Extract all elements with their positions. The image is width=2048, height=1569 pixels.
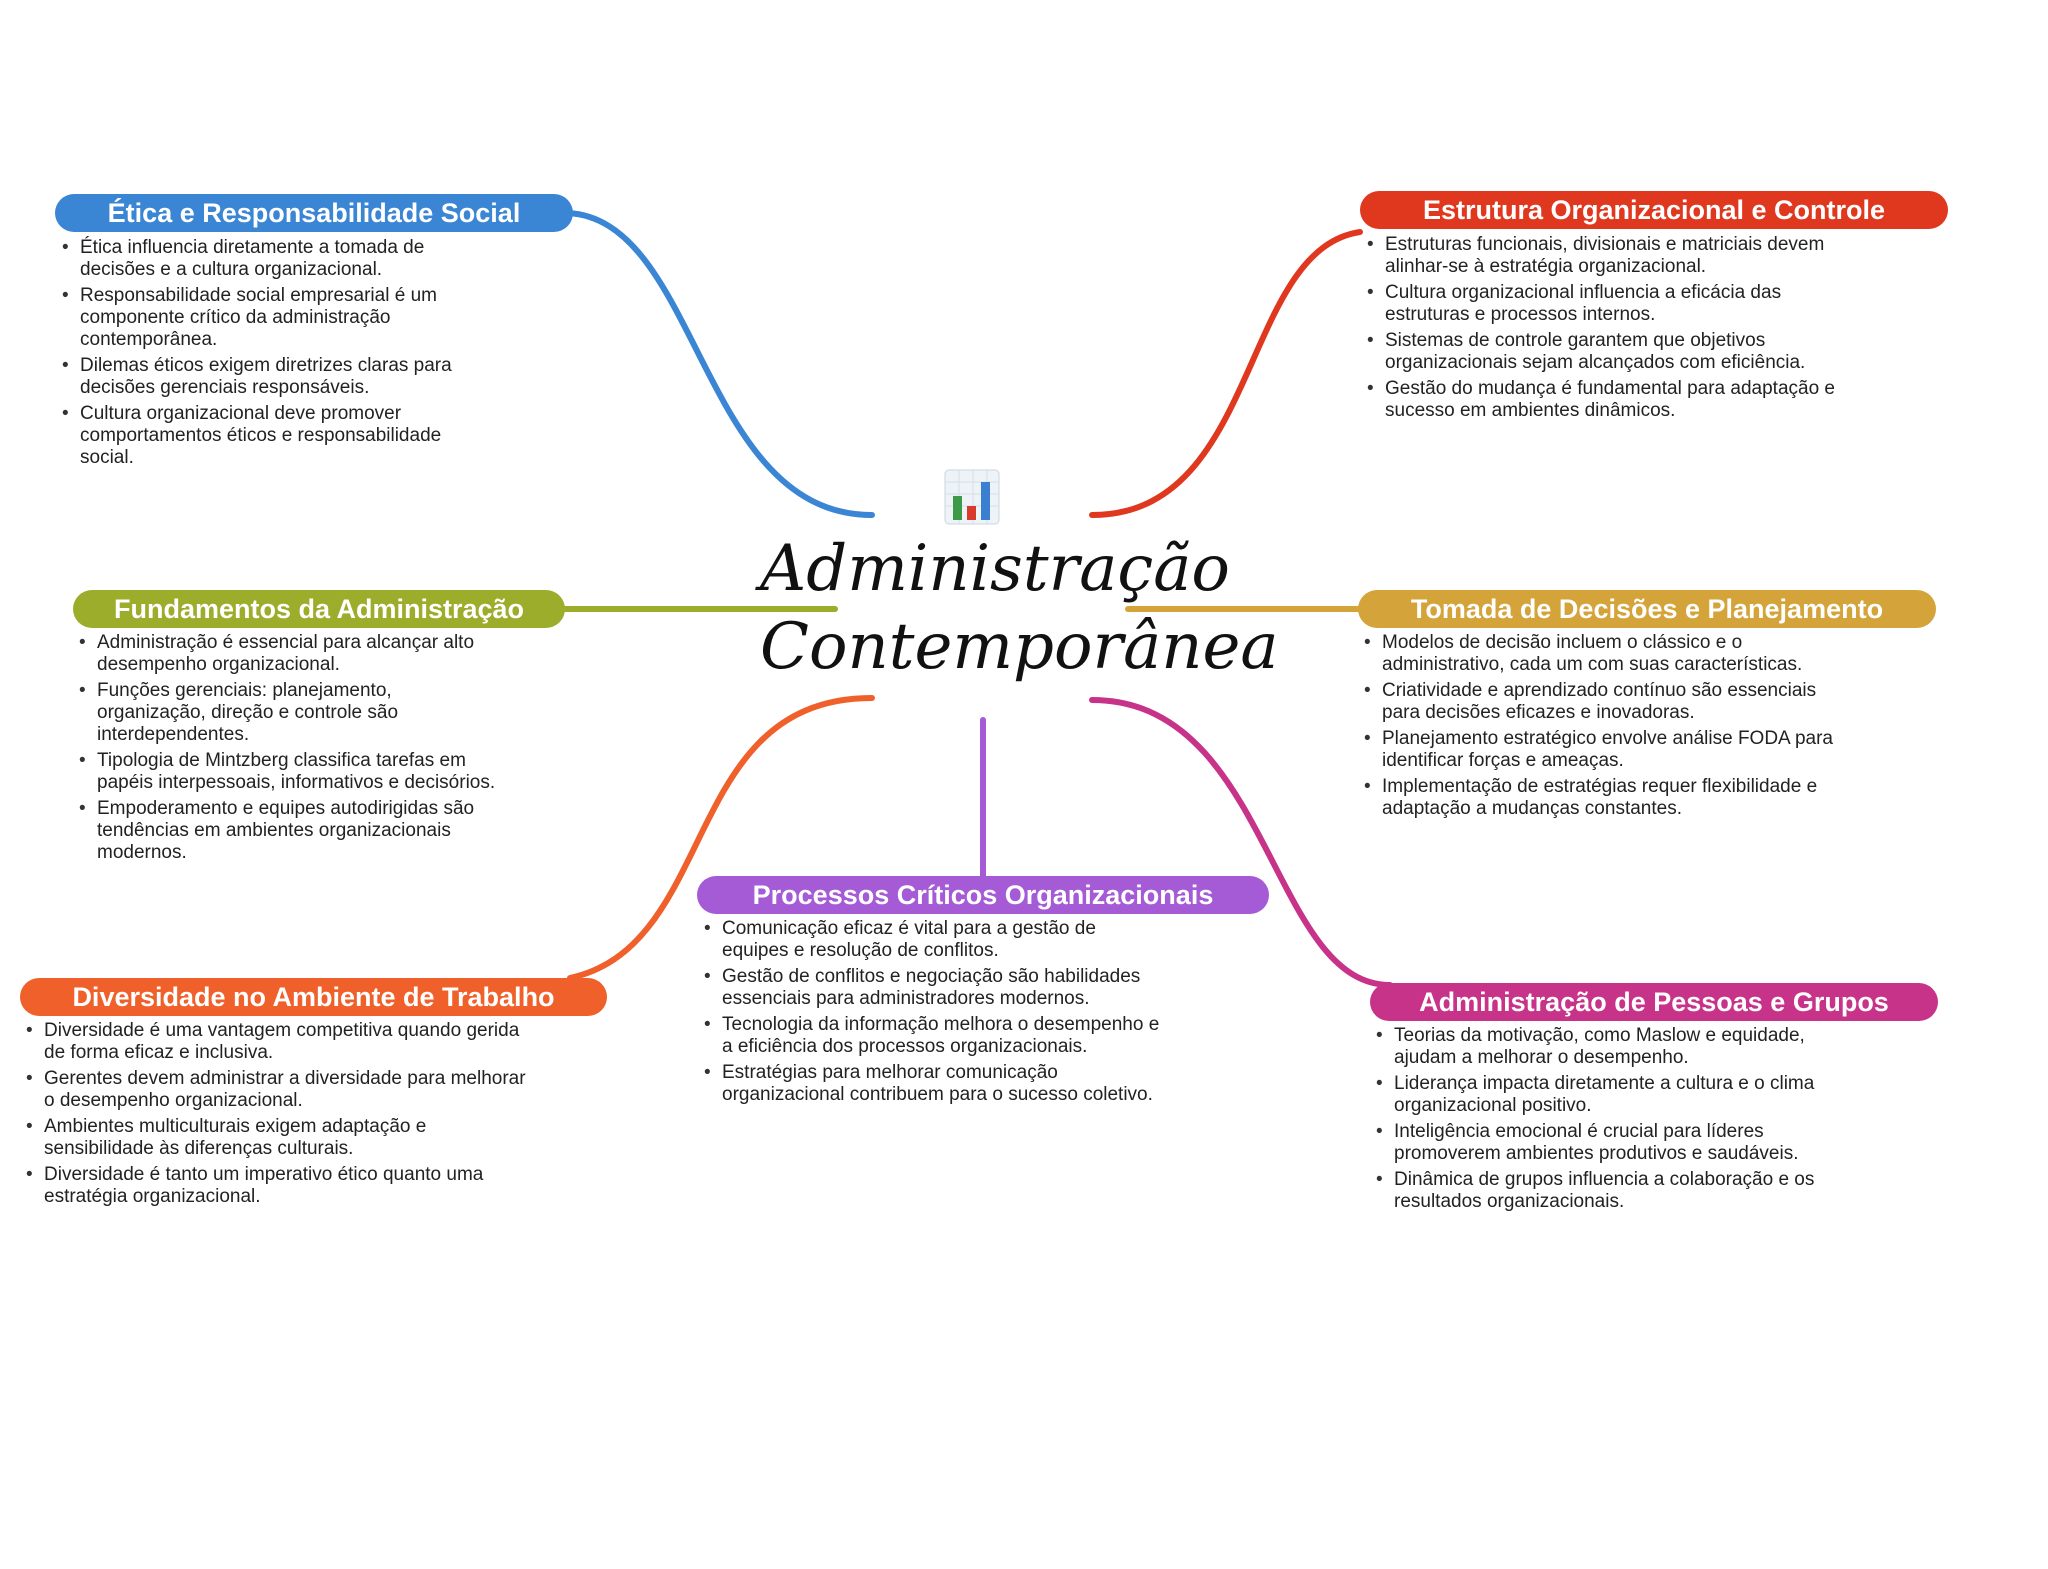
topic-etica[interactable]: Ética e Responsabilidade Social — [55, 194, 573, 232]
list-item: Planejamento estratégico envolve análise… — [1364, 728, 1834, 772]
topic-pessoas-list: Teorias da motivação, como Maslow e equi… — [1376, 1025, 1856, 1217]
list-item: Diversidade é uma vantagem competitiva q… — [26, 1020, 526, 1064]
topic-fundamentos-title: Fundamentos da Administração — [113, 593, 525, 624]
connector-diversidade — [567, 695, 875, 981]
list-item: Diversidade é tanto um imperativo ético … — [26, 1164, 526, 1208]
central-title-line1: Administração — [760, 532, 1230, 606]
list-item: Tipologia de Mintzberg classifica tarefa… — [79, 750, 499, 794]
topic-diversidade-title: Diversidade no Ambiente de Trabalho — [72, 981, 555, 1012]
list-item: Modelos de decisão incluem o clássico e … — [1364, 632, 1834, 676]
list-item: Sistemas de controle garantem que objeti… — [1367, 330, 1837, 374]
list-item: Gerentes devem administrar a diversidade… — [26, 1068, 526, 1112]
list-item: Empoderamento e equipes autodirigidas sã… — [79, 798, 499, 864]
topic-processos[interactable]: Processos Críticos Organizacionais — [697, 876, 1269, 914]
topic-estrutura-title: Estrutura Organizacional e Controle — [1422, 194, 1886, 225]
list-item: Gestão do mudança é fundamental para ada… — [1367, 378, 1837, 422]
list-item: Comunicação eficaz é vital para a gestão… — [704, 918, 1164, 962]
topic-processos-list: Comunicação eficaz é vital para a gestão… — [704, 918, 1164, 1110]
topic-tomada-title: Tomada de Decisões e Planejamento — [1410, 593, 1884, 624]
list-item: Tecnologia da informação melhora o desem… — [704, 1014, 1164, 1058]
topic-estrutura[interactable]: Estrutura Organizacional e Controle — [1360, 191, 1948, 229]
list-item: Dinâmica de grupos influencia a colabora… — [1376, 1169, 1856, 1213]
list-item: Implementação de estratégias requer flex… — [1364, 776, 1834, 820]
topic-fundamentos-list: Administração é essencial para alcançar … — [79, 632, 499, 868]
topic-etica-title: Ética e Responsabilidade Social — [107, 197, 521, 228]
list-item: Administração é essencial para alcançar … — [79, 632, 499, 676]
topic-diversidade[interactable]: Diversidade no Ambiente de Trabalho — [20, 978, 607, 1016]
list-item: Funções gerenciais: planejamento, organi… — [79, 680, 499, 746]
topic-tomada[interactable]: Tomada de Decisões e Planejamento — [1358, 590, 1936, 628]
central-topic-title: Administração Contemporânea — [760, 530, 1279, 686]
list-item: Criatividade e aprendizado contínuo são … — [1364, 680, 1834, 724]
list-item: Liderança impacta diretamente a cultura … — [1376, 1073, 1856, 1117]
list-item: Cultura organizacional deve promover com… — [62, 403, 482, 469]
list-item: Cultura organizacional influencia a efic… — [1367, 282, 1837, 326]
topic-fundamentos[interactable]: Fundamentos da Administração — [73, 590, 565, 628]
list-item: Inteligência emocional é crucial para lí… — [1376, 1121, 1856, 1165]
topic-estrutura-list: Estruturas funcionais, divisionais e mat… — [1367, 234, 1837, 426]
bar-chart-icon — [944, 469, 1000, 525]
connector-estrutura — [1089, 229, 1363, 518]
topic-diversidade-list: Diversidade é uma vantagem competitiva q… — [26, 1020, 526, 1212]
list-item: Dilemas éticos exigem diretrizes claras … — [62, 355, 482, 399]
list-item: Ambientes multiculturais exigem adaptaçã… — [26, 1116, 526, 1160]
list-item: Estratégias para melhorar comunicação or… — [704, 1062, 1164, 1106]
connector-etica — [565, 210, 875, 518]
topic-pessoas[interactable]: Administração de Pessoas e Grupos — [1370, 983, 1938, 1021]
connector-pessoas — [1089, 697, 1393, 988]
central-title-line2: Contemporânea — [760, 610, 1279, 684]
list-item: Teorias da motivação, como Maslow e equi… — [1376, 1025, 1856, 1069]
list-item: Responsabilidade social empresarial é um… — [62, 285, 482, 351]
list-item: Ética influencia diretamente a tomada de… — [62, 237, 482, 281]
topic-pessoas-title: Administração de Pessoas e Grupos — [1419, 986, 1889, 1017]
topic-etica-list: Ética influencia diretamente a tomada de… — [62, 237, 482, 473]
list-item: Estruturas funcionais, divisionais e mat… — [1367, 234, 1837, 278]
topic-tomada-list: Modelos de decisão incluem o clássico e … — [1364, 632, 1834, 824]
topic-processos-title: Processos Críticos Organizacionais — [752, 879, 1214, 910]
list-item: Gestão de conflitos e negociação são hab… — [704, 966, 1164, 1010]
